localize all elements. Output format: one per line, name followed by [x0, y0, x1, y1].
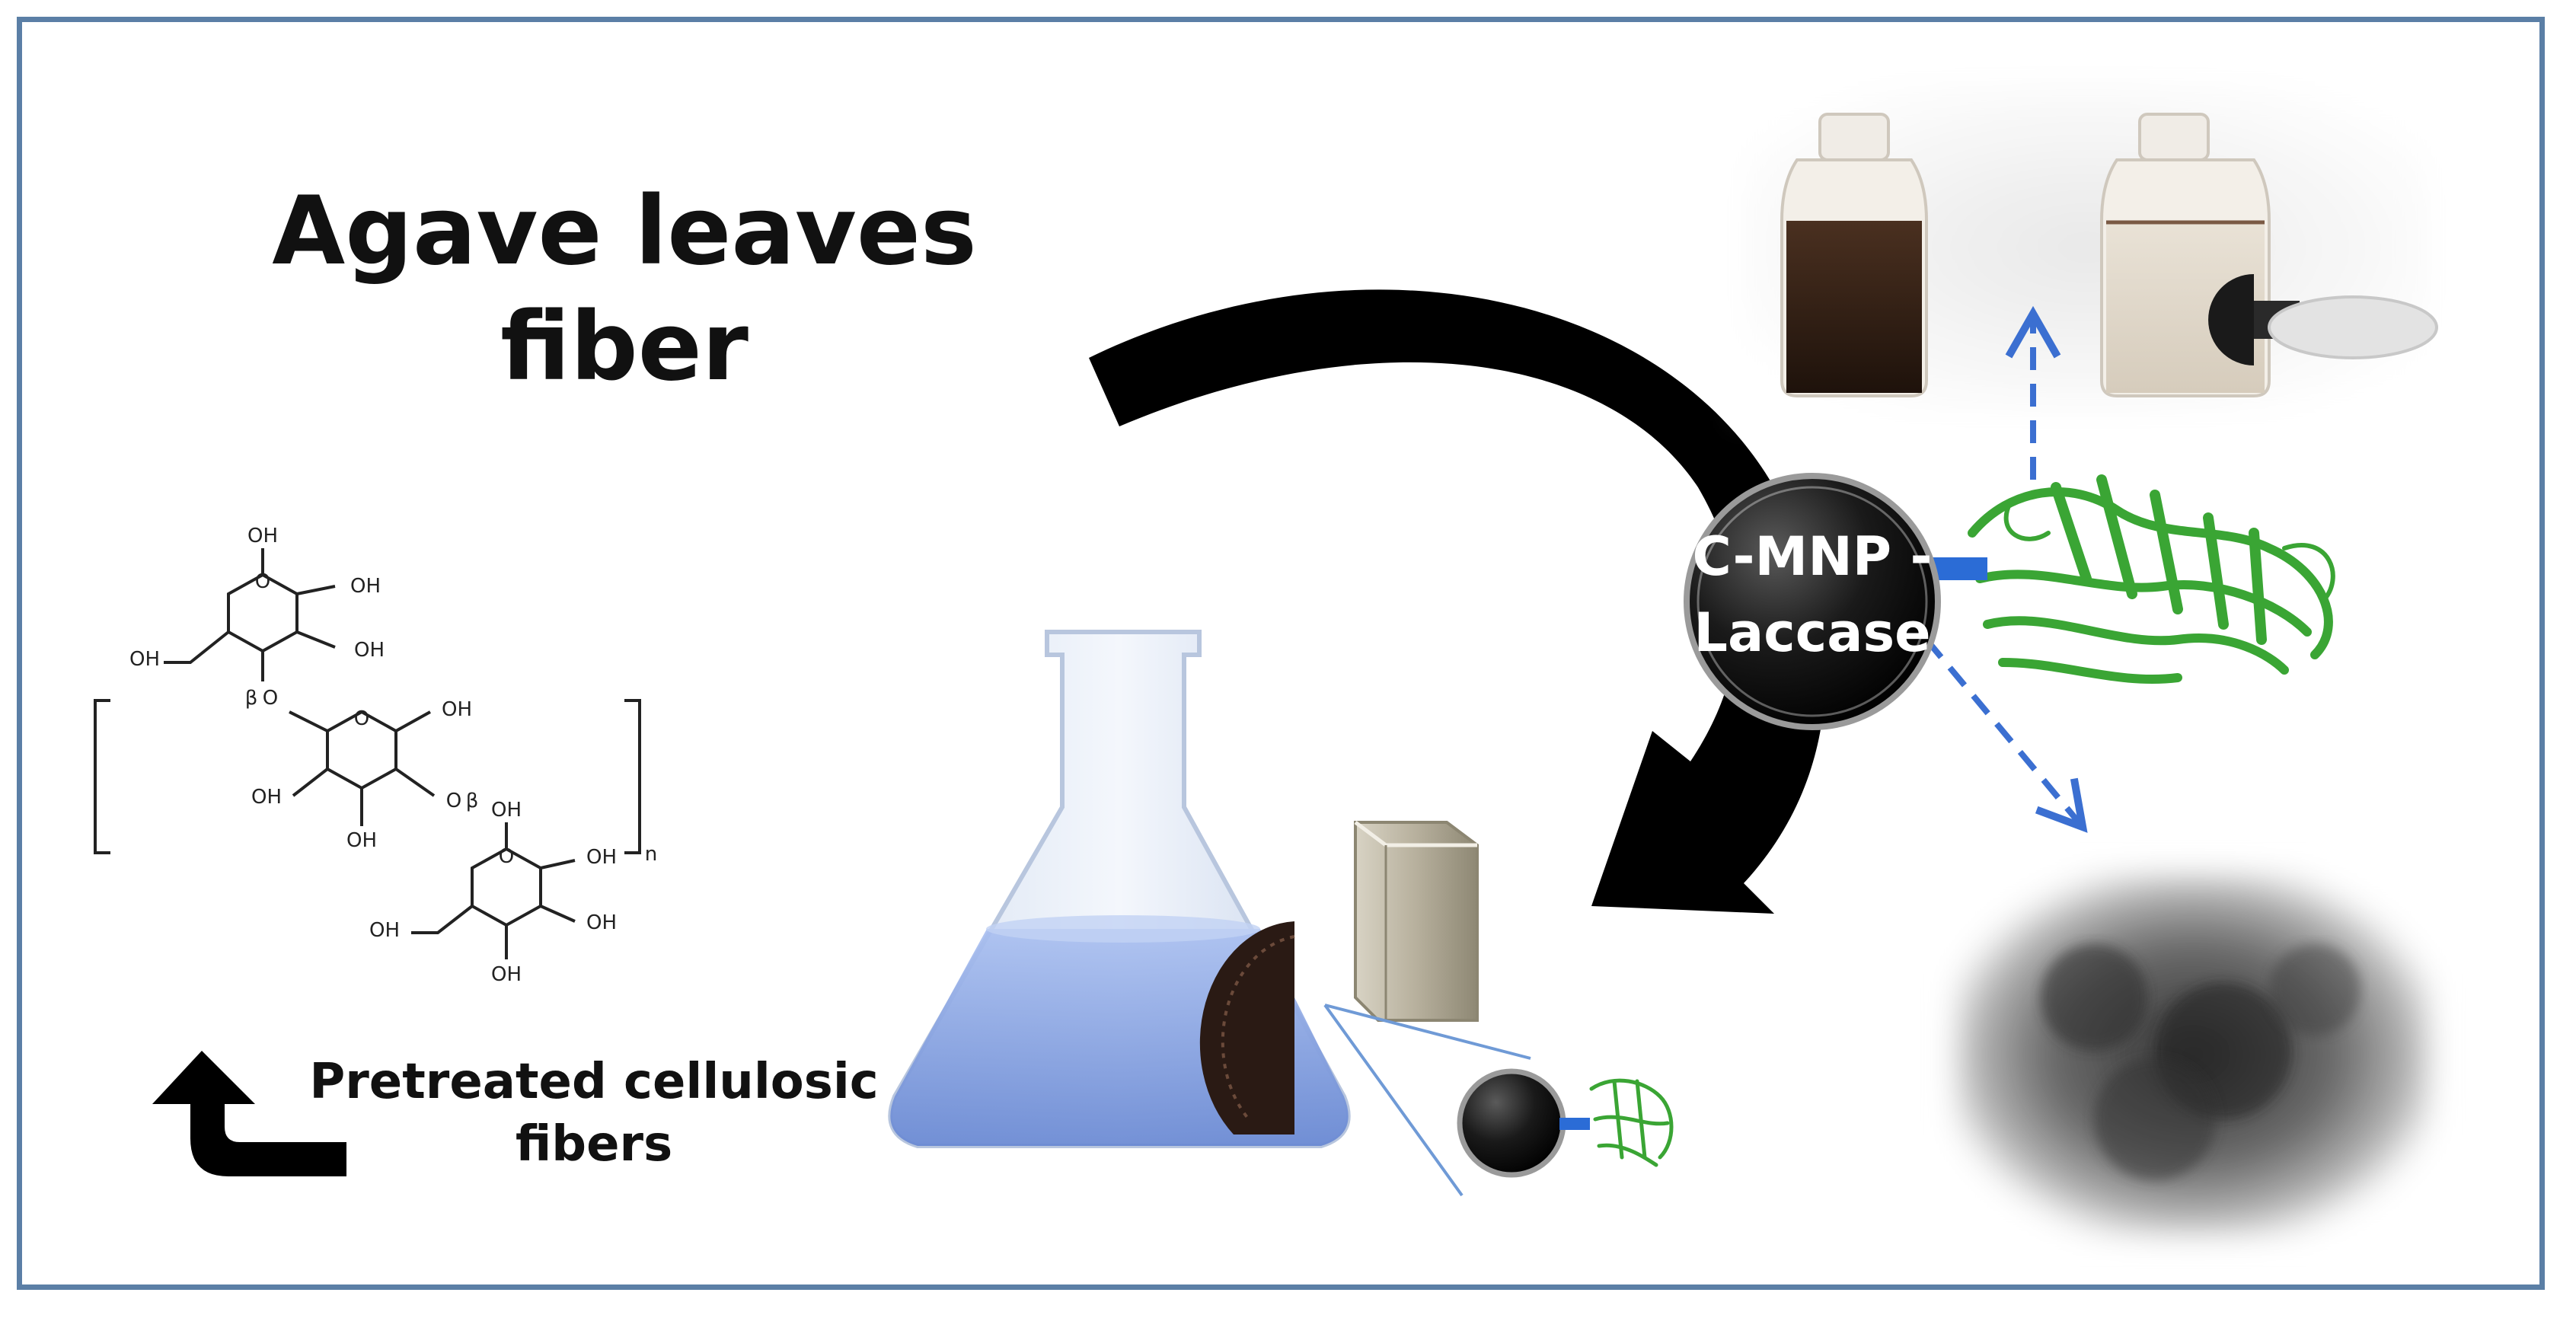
oh-label: OH [129, 648, 160, 671]
title: Agave leaves fiber [168, 174, 1081, 405]
up-arrow-icon [152, 1051, 346, 1176]
cmnp-label-line-1: C-MNP - [1693, 525, 1933, 588]
title-line-1: Agave leaves [272, 177, 977, 286]
zoom-line-top [1324, 1004, 1531, 1060]
oh-label: OH [247, 525, 278, 547]
ring-o-label: O [255, 570, 270, 593]
o-label: O [446, 790, 461, 812]
tem-image [1957, 876, 2429, 1233]
oh-label: OH [354, 639, 385, 662]
caption-line-2: fibers [515, 1116, 673, 1173]
protein-icon [1968, 474, 2335, 685]
flask-icon [888, 630, 1351, 1148]
bottle-icon [1780, 113, 1928, 397]
magnet-icon [1354, 821, 1479, 1022]
beta-label: β [466, 790, 479, 812]
oh-label: OH [491, 963, 522, 986]
beta-label: β [245, 687, 258, 710]
dashed-arrow-down [1923, 637, 2088, 833]
caption-line-1: Pretreated cellulosic [309, 1054, 879, 1110]
oh-label: OH [369, 919, 400, 942]
ring-o-label: O [499, 845, 514, 868]
cellulose-labels: OH OH OH OH O β O O OH OH OH O β n O OH … [129, 525, 657, 986]
oh-label: OH [346, 829, 377, 852]
nanoparticle-icon: C-MNP - Laccase [1684, 473, 1941, 730]
title-line-2: fiber [500, 292, 749, 402]
oh-label: OH [442, 698, 472, 721]
protein-icon-small [1589, 1078, 1674, 1167]
oh-label: OH [586, 846, 617, 869]
bottles-photo [1744, 84, 2438, 411]
nanoparticle-small [1457, 1068, 1566, 1178]
cmnp-label-line-2: Laccase [1693, 602, 1930, 664]
nanoparticle-cluster [1199, 921, 1294, 1135]
o-label: O [263, 687, 278, 710]
bottle-icon [2100, 113, 2300, 397]
cellulose-structure [94, 548, 641, 959]
oh-label: OH [491, 799, 522, 822]
oh-label: OH [586, 911, 617, 934]
caption: Pretreated cellulosic fibers [251, 1051, 937, 1176]
n-label: n [645, 843, 657, 866]
oh-label: OH [251, 786, 282, 809]
linker-bar-small [1559, 1118, 1590, 1130]
ring-o-label: O [354, 707, 369, 730]
oh-label: OH [350, 575, 381, 598]
curved-arrow-icon [1089, 289, 1826, 914]
zoom-line-bottom [1323, 1004, 1464, 1197]
